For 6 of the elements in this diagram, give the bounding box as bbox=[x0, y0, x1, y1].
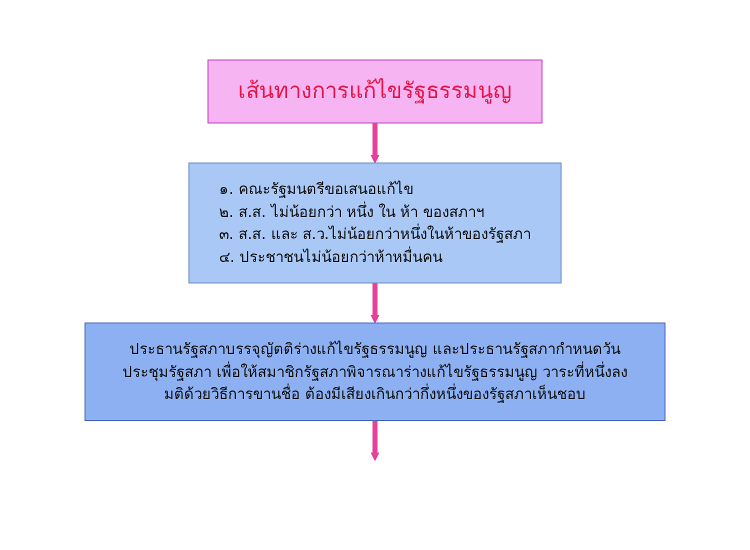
arrow bbox=[370, 282, 380, 324]
arrow bbox=[370, 420, 380, 461]
node-box: ๑. คณะรัฐมนตรีขอเสนอแก้ไข ๒. ส.ส. ไม่น้อยกว่า หนึ่ง ใน ห้า ของสภาฯ ๓. ส.ส. และ ส.ว.ไม่น้อยกว่าหนึ่งในห้าของรัฐสภา ๔. ประชาชนไม่น้อยกว่าห้าหมื่นคน bbox=[188, 162, 562, 284]
node-box: ประธานรัฐสภาบรรจุญัตติร่างแก้ไขรัฐธรรมนูญ และประธานรัฐสภากำหนดวันประชุมรัฐสภา เพื่อให้สมาชิกรัฐสภาพิจารณาร่างแก้ไขรัฐธรรมนูญ วาระที่หนึ่งลงมติด้วยวิธีการขานชื่อ ต้องมีเสียงเกินกว่ากึ่งหนึ่งของรัฐสภาเห็นชอบ bbox=[84, 322, 666, 421]
node-box: เส้นทางการแก้ไขรัฐธรรมนูญ bbox=[208, 59, 542, 124]
arrow bbox=[370, 122, 380, 164]
